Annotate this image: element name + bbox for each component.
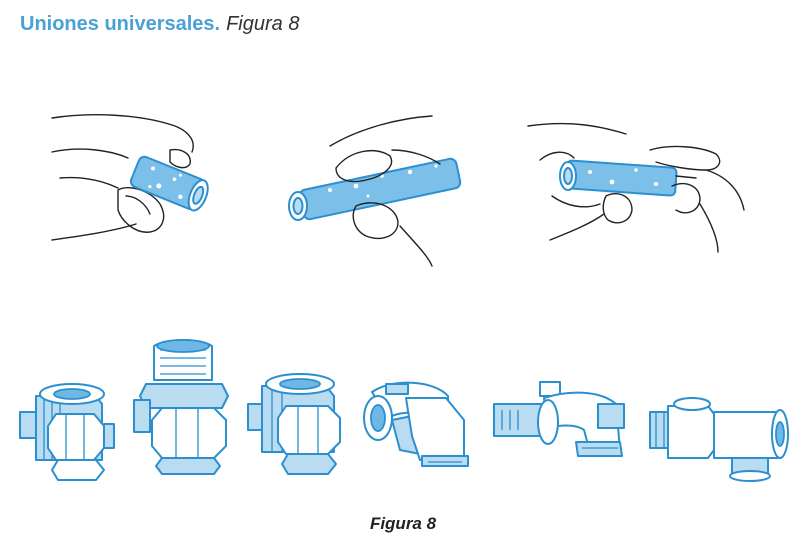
tape-wrap-step-2 (288, 115, 462, 267)
tape-wrap-step-1 (51, 114, 209, 241)
union-elbow-fitting-1 (363, 381, 469, 467)
figure-reference: Figura 8 (226, 13, 300, 35)
tape-wrap-step-3 (527, 122, 745, 253)
union-fitting-2 (133, 339, 229, 475)
union-fitting-1 (19, 383, 115, 481)
section-heading: Uniones universales.Figura 8 (20, 13, 299, 36)
figure-caption: Figura 8 (369, 514, 437, 533)
union-elbow-fitting-2 (493, 381, 625, 457)
union-fitting-3 (247, 373, 341, 475)
section-title: Uniones universales. (20, 13, 221, 35)
union-tee-fitting (649, 397, 789, 482)
